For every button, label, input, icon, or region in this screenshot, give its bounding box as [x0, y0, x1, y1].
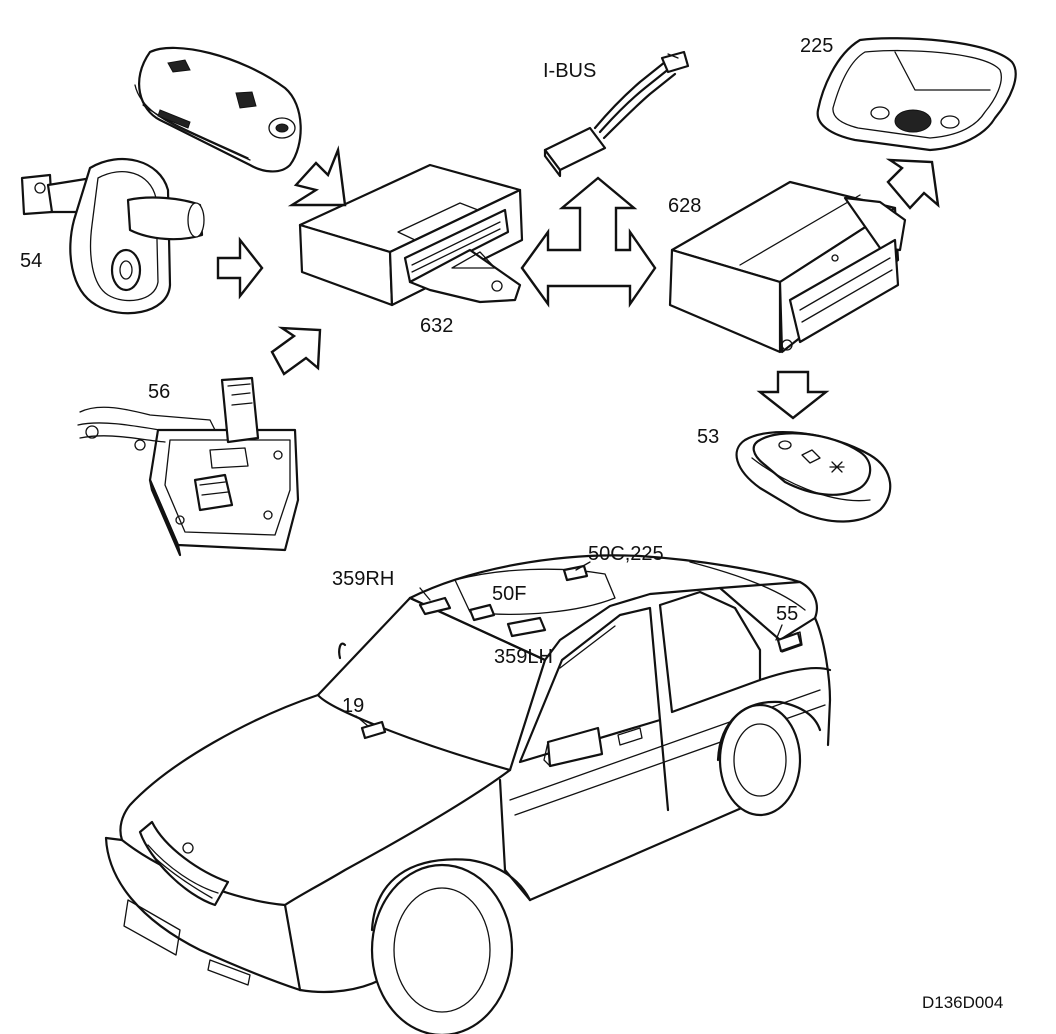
label-54: 54 [20, 250, 42, 272]
label-50c-225: 50C,225 [588, 543, 664, 565]
arrow-module-to-switch [756, 370, 830, 420]
arrow-56-to-module [270, 326, 322, 376]
arrow-54-to-module [216, 236, 264, 300]
dome-light-switch-53 [735, 431, 892, 523]
label-ibus: I-BUS [543, 60, 596, 82]
arrow-receiver-to-module [287, 145, 347, 207]
label-225: 225 [800, 35, 833, 57]
label-19: 19 [342, 695, 364, 717]
label-359lh: 359LH [494, 646, 553, 668]
label-56: 56 [148, 381, 170, 403]
door-switch-54 [20, 157, 205, 315]
label-632: 632 [420, 315, 453, 337]
central-control-module-632 [298, 163, 524, 307]
label-50f: 50F [492, 583, 526, 605]
label-628: 628 [668, 195, 701, 217]
remote-receiver-unit [134, 46, 302, 173]
car-illustration [104, 554, 832, 1034]
callout-labels: 54 56 632 I-BUS 628 225 53 50C,225 359RH… [20, 35, 1003, 1012]
label-53: 53 [697, 426, 719, 448]
label-359rh: 359RH [332, 568, 394, 590]
label-55: 55 [776, 603, 798, 625]
figure-id-label: D136D004 [922, 993, 1003, 1012]
interior-courtesy-light-225 [816, 37, 1017, 152]
hood-switch-assembly-56 [77, 376, 300, 557]
leader-lines [355, 561, 806, 727]
arrow-bus-exchange [520, 176, 657, 308]
control-module-628 [668, 180, 907, 354]
signal-arrows [216, 145, 940, 420]
arrow-module-to-light [885, 158, 940, 210]
ibus-connector [543, 50, 690, 178]
